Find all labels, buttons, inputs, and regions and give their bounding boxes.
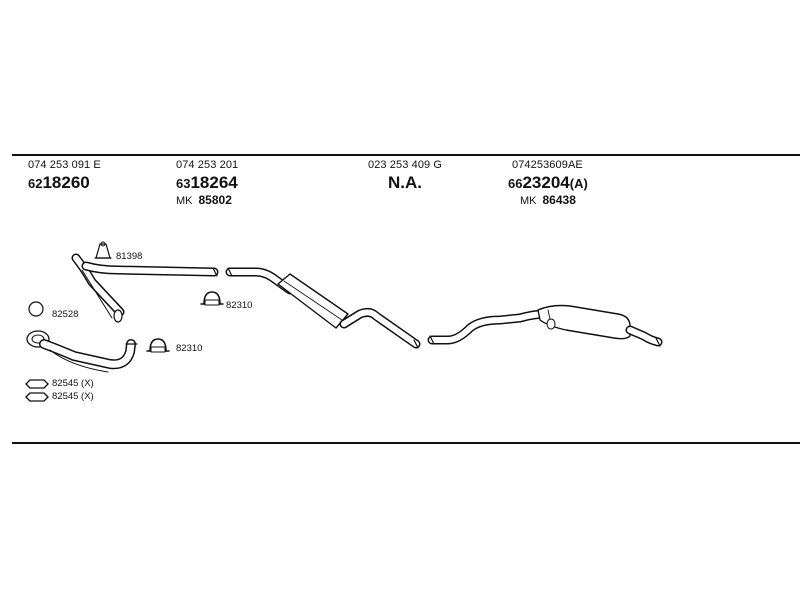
- hanger-part: [94, 241, 112, 259]
- rear-muffler-assembly: [427, 304, 663, 347]
- oem-number: 074 253 091 E: [28, 159, 101, 171]
- center-muffler-assembly: [225, 267, 421, 349]
- top-rule: [12, 154, 800, 156]
- oem-number: 023 253 409 G: [368, 159, 443, 171]
- oem-number: 074253609AE: [512, 159, 583, 171]
- label-hanger: 81398: [116, 251, 143, 262]
- label-clamp-left: 82310: [176, 343, 203, 354]
- label-gasket: 82528: [52, 309, 79, 320]
- label-bracket-2: 82545 (X): [52, 391, 94, 402]
- label-bracket-1: 82545 (X): [52, 378, 94, 389]
- part-number: 6318264: [176, 173, 238, 192]
- clamp-part-left: [146, 338, 170, 353]
- bracket-part-2: [25, 392, 49, 402]
- label-clamp-right: 82310: [226, 300, 253, 311]
- bracket-part-1: [25, 379, 49, 389]
- clamp-part-right: [200, 291, 224, 306]
- part-number: 6623204(A): [508, 173, 588, 192]
- part-header-front-pipe: 074 253 091 E 6218260: [28, 159, 101, 192]
- part-header-center-muffler: 023 253 409 G N.A.: [368, 159, 443, 192]
- part-number: 6218260: [28, 173, 90, 192]
- intermediate-y-pipe: [71, 253, 219, 323]
- gasket-ring: [28, 301, 44, 317]
- part-number: N.A.: [388, 173, 422, 192]
- front-pipe: [26, 330, 138, 373]
- bottom-rule: [12, 442, 800, 444]
- oem-number: 074 253 201: [176, 159, 239, 171]
